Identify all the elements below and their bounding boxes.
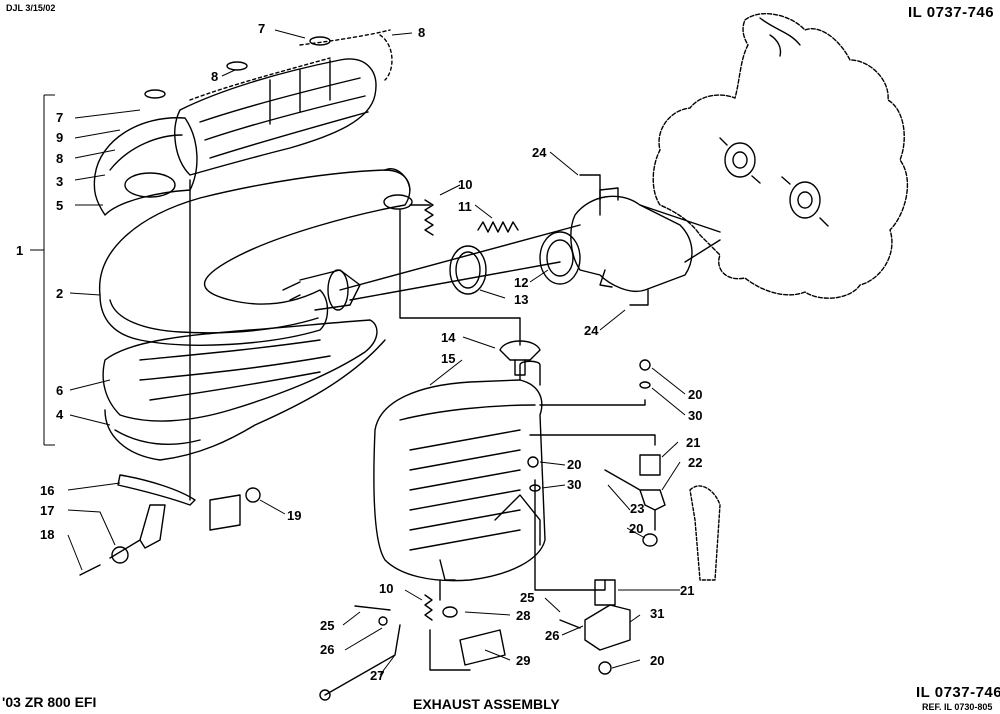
callout-14: 14 <box>441 330 456 345</box>
diagram-title: EXHAUST ASSEMBLY <box>413 696 560 712</box>
callout-5: 5 <box>56 198 64 213</box>
callout-10b: 10 <box>379 581 394 596</box>
model-label: '03 ZR 800 EFI <box>2 694 97 710</box>
callout-8c: 8 <box>418 25 426 40</box>
expansion-chamber <box>99 169 411 346</box>
callout-27: 27 <box>370 668 385 683</box>
callout-4: 4 <box>56 407 64 422</box>
callout-8a: 8 <box>56 151 64 166</box>
callout-7a: 7 <box>56 110 64 125</box>
muffler <box>373 379 546 582</box>
callout-30a: 30 <box>688 408 703 423</box>
callout-19: 19 <box>287 508 302 523</box>
callout-26a: 26 <box>320 642 335 657</box>
callout-25a: 25 <box>320 618 335 633</box>
heat-shield-lower <box>102 319 378 422</box>
engine-outline <box>652 13 908 299</box>
callout-2: 2 <box>56 286 64 301</box>
callout-22: 22 <box>688 455 703 470</box>
reference-id: REF. IL 0730-805 <box>922 702 993 712</box>
callout-21a: 21 <box>686 435 701 450</box>
callout-20d: 20 <box>650 653 665 668</box>
author-date: DJL 3/15/02 <box>6 3 56 13</box>
exhaust-manifold <box>570 195 693 292</box>
callout-6: 6 <box>56 383 64 398</box>
callout-21b: 21 <box>680 583 695 598</box>
callout-12: 12 <box>514 275 529 290</box>
callout-24a: 24 <box>532 145 547 160</box>
illustration-id-top: IL 0737-746 <box>908 4 995 21</box>
callout-25b: 25 <box>520 590 535 605</box>
callout-9: 9 <box>56 130 64 145</box>
callout-20c: 20 <box>629 521 644 536</box>
callout-1: 1 <box>16 243 24 258</box>
callout-23: 23 <box>630 501 645 516</box>
callout-20a: 20 <box>688 387 703 402</box>
callout-30b: 30 <box>567 477 582 492</box>
callout-26b: 26 <box>545 628 560 643</box>
callout-31: 31 <box>650 606 665 621</box>
callout-24b: 24 <box>584 323 599 338</box>
callout-20b: 20 <box>567 457 582 472</box>
callout-13: 13 <box>514 292 529 307</box>
callout-15: 15 <box>441 351 456 366</box>
callout-7b: 7 <box>258 21 266 36</box>
heat-shield-upper <box>174 58 377 176</box>
illustration-id-bottom: IL 0737-746 <box>916 684 1000 701</box>
callout-16: 16 <box>40 483 55 498</box>
callout-10a: 10 <box>458 177 473 192</box>
callout-11: 11 <box>458 199 472 214</box>
callout-28: 28 <box>516 608 531 623</box>
callout-8b: 8 <box>211 69 219 84</box>
callout-3: 3 <box>56 174 64 189</box>
callout-17: 17 <box>40 503 55 518</box>
callout-29: 29 <box>516 653 531 668</box>
callout-18: 18 <box>40 527 55 542</box>
